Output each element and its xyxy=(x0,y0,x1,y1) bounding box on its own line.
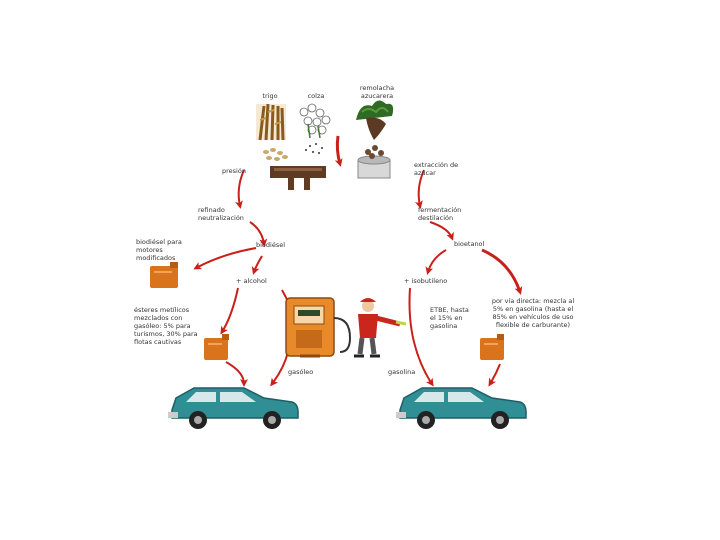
label-trigo: trigo xyxy=(262,92,278,100)
wheat-icon xyxy=(256,103,288,161)
car-icon xyxy=(168,387,299,429)
label-gasolina: gasolina xyxy=(388,368,416,376)
label-refinado: refinado neutralización xyxy=(198,206,244,222)
sugar-beet-icon xyxy=(356,100,394,140)
fuel-pump-icon xyxy=(285,297,352,358)
sugar-extraction-icon xyxy=(357,145,391,179)
label-biodiesel-motores: biodiésel para motores modificados xyxy=(136,238,182,262)
label-gasolina-mezcla: por vía directa: mezcla al 5% en gasolin… xyxy=(491,297,575,329)
label-bioetanol: bioetanol xyxy=(454,240,485,248)
label-presion: presión xyxy=(222,167,246,175)
car-icon xyxy=(396,387,527,429)
fuel-can-icon xyxy=(480,334,504,360)
rapeseed-icon xyxy=(299,103,331,154)
pump-attendant-icon xyxy=(354,298,407,358)
label-alcohol: + alcohol xyxy=(236,277,267,285)
label-extraccion: extracción de azúcar xyxy=(414,161,459,177)
label-biodiesel: biodiésel xyxy=(256,241,286,249)
label-gasoleo: gasóleo xyxy=(288,368,314,376)
press-icon xyxy=(270,166,326,190)
label-colza: colza xyxy=(307,92,325,100)
label-isobutileno: + isobutileno xyxy=(404,277,448,285)
label-remolacha: remolacha azucarera xyxy=(359,84,395,100)
label-etbe: ETBE, hasta el 15% en gasolina xyxy=(430,306,469,330)
fuel-can-icon xyxy=(150,262,178,288)
fuel-can-icon xyxy=(204,334,229,360)
label-esteres: ésteres metílicos mezclados con gasóleo:… xyxy=(134,306,198,346)
label-fermentacion: fermentación destilación xyxy=(418,206,462,222)
